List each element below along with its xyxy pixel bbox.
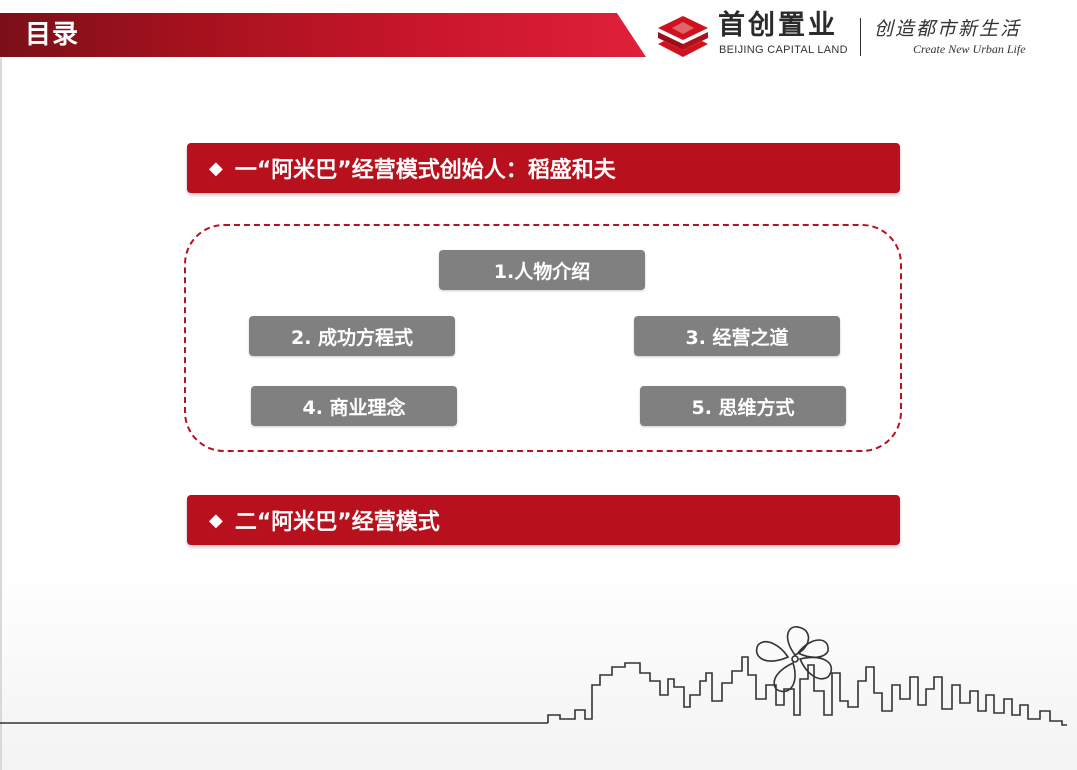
topic-item[interactable]: 4. 商业理念 [251,386,457,426]
section-heading-label: 一“阿米巴”经营模式创始人：稻盛和夫 [234,158,616,183]
brand-name-cn: 首创置业 [718,10,838,41]
header-band [0,13,646,57]
section-heading-label: 二“阿米巴”经营模式 [234,510,440,535]
stacked-diamond-logo-icon [658,16,708,57]
topic-item[interactable]: 3. 经营之道 [634,316,840,356]
brand-name-en: BEIJING CAPITAL LAND [719,44,848,56]
diamond-bullet-icon: ◆ [209,157,223,179]
diamond-bullet-icon: ◆ [209,509,223,531]
topics-container [184,224,902,452]
section-heading-1[interactable]: ◆ 一“阿米巴”经营模式创始人：稻盛和夫 [187,143,900,193]
city-skyline-with-bauhinia-icon [0,626,1067,726]
left-rule [0,58,2,770]
topic-item[interactable]: 5. 思维方式 [640,386,846,426]
brand-divider [860,18,861,56]
topic-item[interactable]: 2. 成功方程式 [249,316,455,356]
brand-slogan-cn: 创造都市新生活 [874,18,1022,40]
brand-slogan-en: Create New Urban Life [913,42,1026,56]
page-title: 目录 [25,20,80,50]
topic-item[interactable]: 1.人物介绍 [439,250,645,290]
section-heading-2[interactable]: ◆ 二“阿米巴”经营模式 [187,495,900,545]
